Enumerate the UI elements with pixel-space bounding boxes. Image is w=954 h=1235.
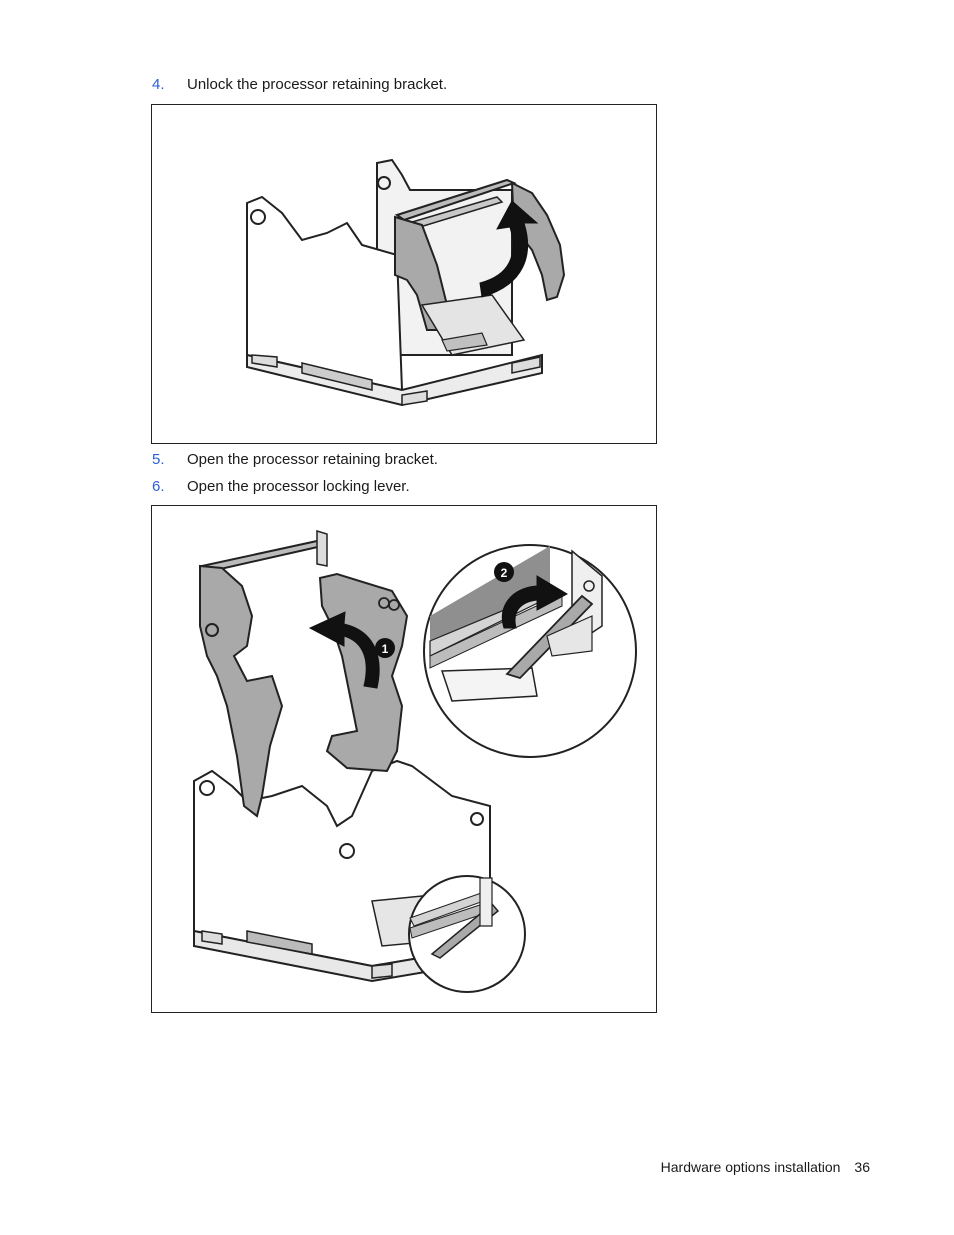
figure-unlock-bracket xyxy=(151,104,657,444)
unlock-bracket-illustration-icon xyxy=(246,158,566,407)
callout-1-label: 1 xyxy=(382,642,389,656)
page-footer: Hardware options installation 36 xyxy=(661,1159,870,1175)
callout-2-label: 2 xyxy=(501,566,508,580)
page-number: 36 xyxy=(854,1159,870,1175)
step-text: Open the processor locking lever. xyxy=(187,478,410,495)
step-number: 6. xyxy=(152,478,165,495)
open-bracket-lever-illustration-icon: 1 2 xyxy=(193,529,637,993)
step-number: 4. xyxy=(152,76,165,93)
step-number: 5. xyxy=(152,451,165,468)
callout-2-icon xyxy=(494,562,514,582)
figure-open-bracket-lever: 1 2 xyxy=(151,505,657,1013)
callout-1-icon xyxy=(375,638,395,658)
step-text: Open the processor retaining bracket. xyxy=(187,451,438,468)
footer-section: Hardware options installation xyxy=(660,1159,841,1175)
step-text: Unlock the processor retaining bracket. xyxy=(187,76,448,93)
